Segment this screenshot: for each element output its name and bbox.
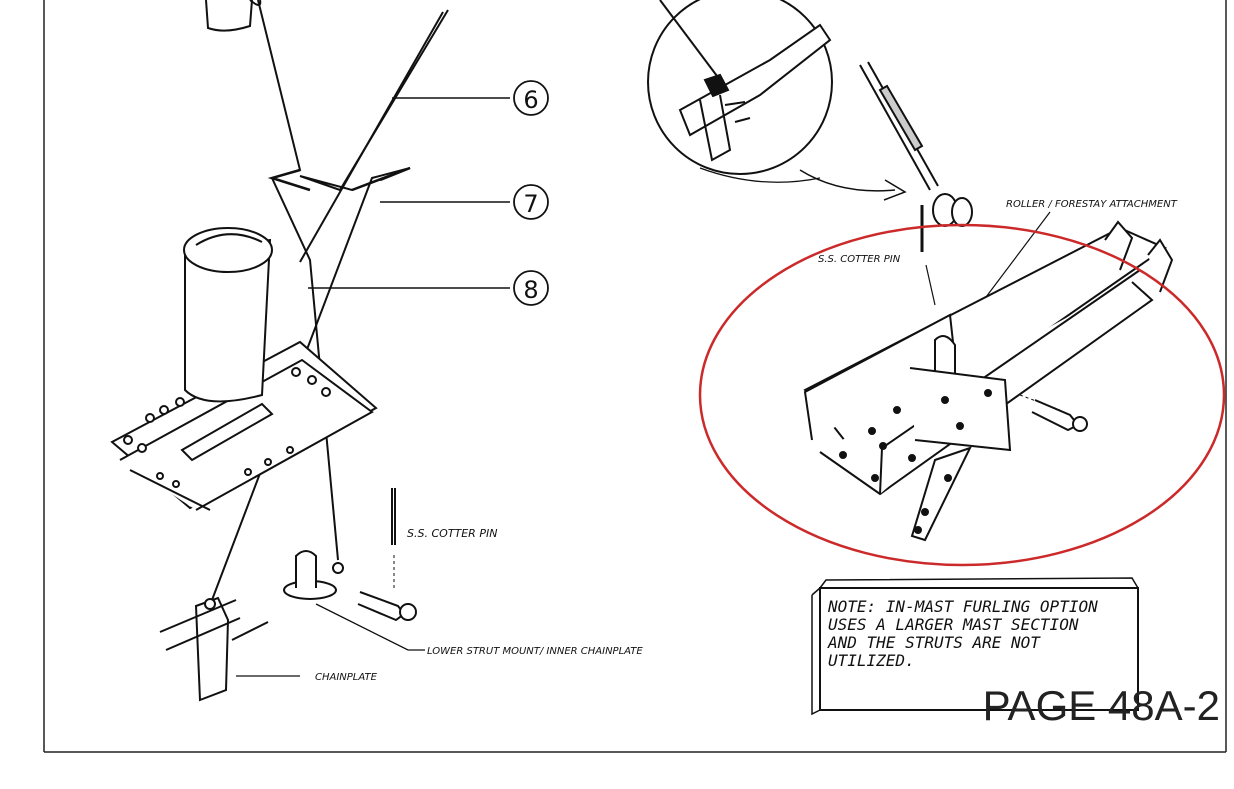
mast-step-assembly (110, 227, 378, 511)
right-cotter-pin-label: S.S. COTTER PIN (818, 254, 901, 265)
bow-roller-assembly (803, 220, 1174, 542)
note-line-3: AND THE STRUTS ARE NOT (827, 633, 1041, 652)
lower-strut-mount-label: LOWER STRUT MOUNT/ INNER CHAINPLATE (427, 646, 643, 657)
lower-strut-mount (283, 550, 417, 622)
roller-attachment-leader (979, 211, 1051, 306)
mast-top-fragment (205, 0, 262, 32)
callout-6-label: 6 (523, 86, 538, 114)
lower-strut-leader (315, 603, 425, 651)
roller-attachment-label: ROLLER / FORESTAY ATTACHMENT (1006, 199, 1178, 210)
note-box: NOTE: IN-MAST FURLING OPTION USES A LARG… (811, 577, 1139, 716)
note-line-2: USES A LARGER MAST SECTION (828, 615, 1079, 634)
left-cotter-pin (391, 488, 396, 590)
chainplate-label: CHAINPLATE (315, 672, 378, 683)
highlight-ellipse (698, 223, 1226, 567)
note-line-1: NOTE: IN-MAST FURLING OPTION (827, 597, 1098, 616)
page-number: PAGE 48A-2 (983, 682, 1220, 729)
callout-6: 6 (513, 80, 549, 116)
callout-7-label: 7 (523, 190, 538, 218)
callout-8: 8 (513, 270, 549, 306)
callout-7: 7 (513, 184, 549, 220)
page-frame (43, 0, 1227, 753)
detail-cone (699, 167, 821, 183)
note-line-4: UTILIZED. (828, 651, 915, 670)
right-cotter-leader (925, 264, 936, 306)
left-cotter-pin-label: S.S. COTTER PIN (407, 527, 497, 540)
turnbuckle (859, 61, 973, 227)
detail-arrow-head (883, 179, 907, 201)
callout-8-label: 8 (523, 276, 538, 304)
detail-arrow (799, 169, 896, 192)
chainplate-part (159, 596, 269, 702)
callout-leaders (308, 97, 510, 289)
detail-circle (647, 0, 833, 175)
